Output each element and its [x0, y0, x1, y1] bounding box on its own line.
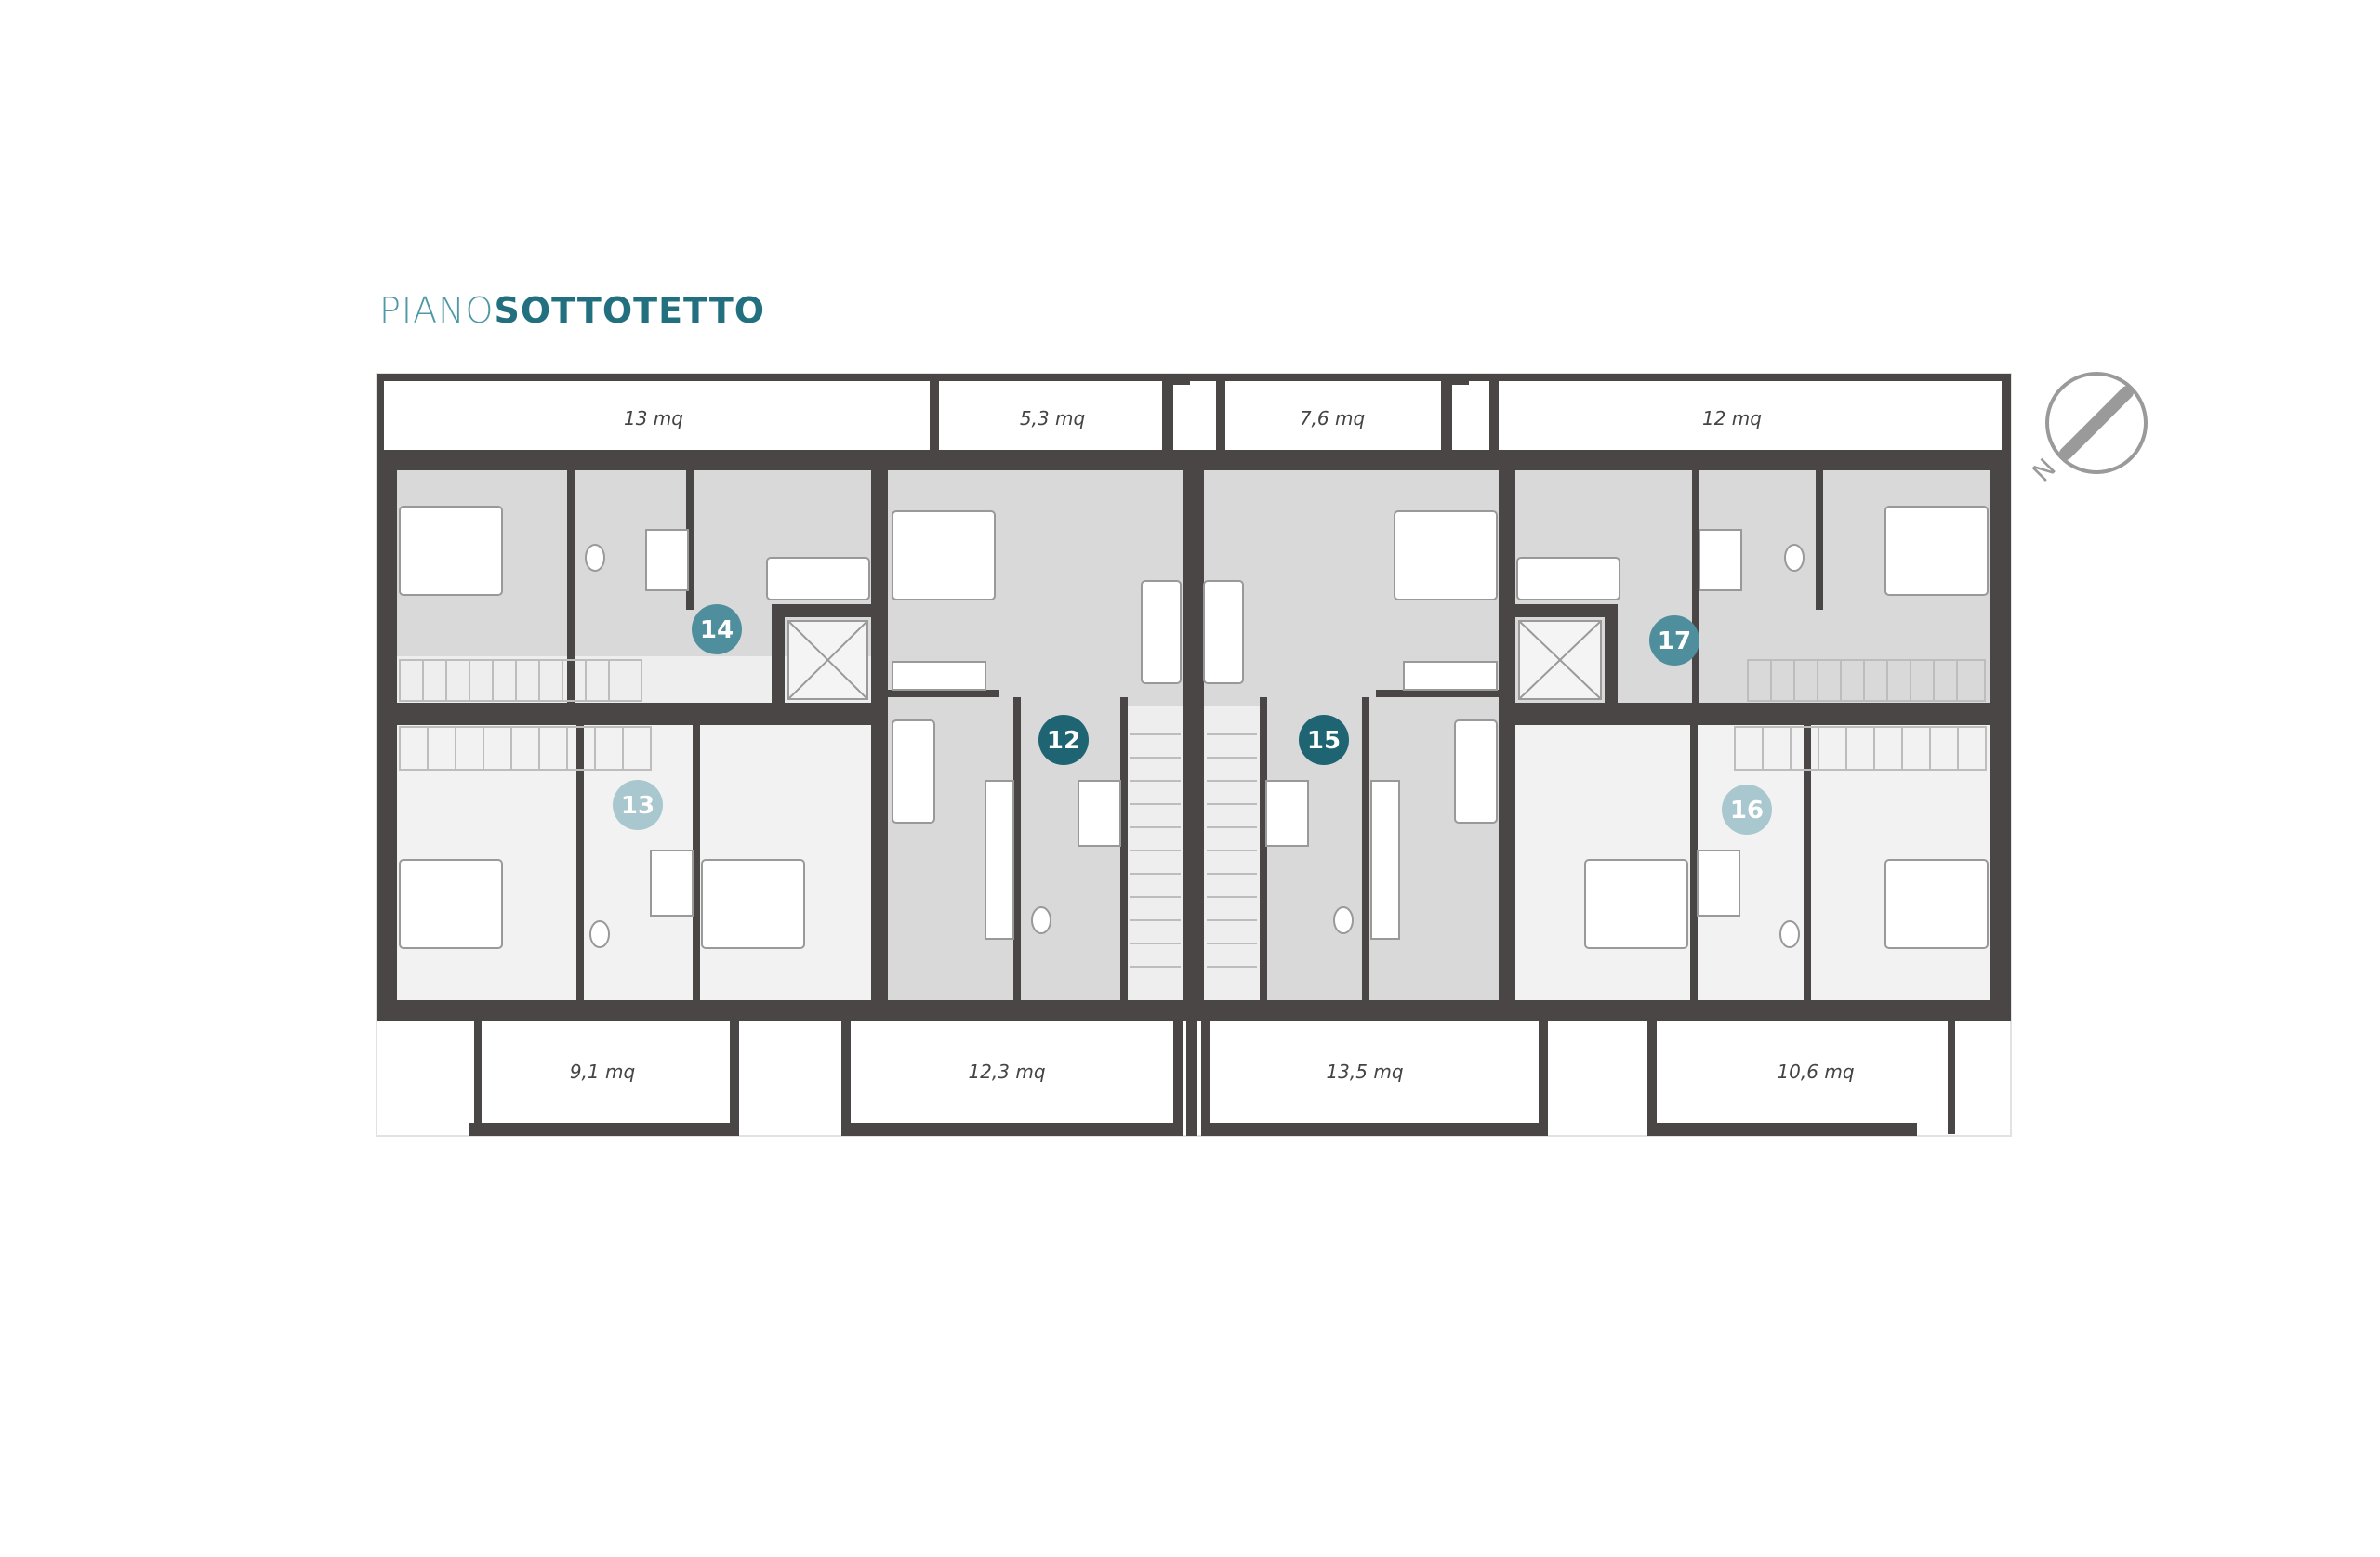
- unit-badge-12[interactable]: 12: [1038, 715, 1089, 765]
- unit-number: 12: [1047, 727, 1080, 755]
- terrace-labels: 13 mq 5,3 mq 7,6 mq 12 mq 9,1 mq 12,3 mq…: [570, 407, 1855, 1083]
- terrace-label: 13,5 mq: [1326, 1061, 1403, 1083]
- unit-badge-14[interactable]: 14: [692, 604, 742, 654]
- terrace-label: 7,6 mq: [1300, 407, 1365, 429]
- terrace-label: 5,3 mq: [1020, 407, 1085, 429]
- unit-number: 17: [1658, 627, 1691, 655]
- unit-badge-circle[interactable]: [613, 780, 663, 830]
- top-terraces: [377, 374, 2011, 450]
- unit-badge-circle[interactable]: [1722, 785, 1772, 835]
- plan-title: PIANOSOTTOTETTO: [379, 290, 765, 331]
- terrace-label: 9,1 mq: [570, 1061, 635, 1083]
- unit-number: 13: [621, 792, 654, 820]
- title-bold: SOTTOTETTO: [494, 290, 766, 331]
- unit-badge-circle[interactable]: [1299, 715, 1349, 765]
- unit-badge-circle[interactable]: [1038, 715, 1089, 765]
- unit-badge-15[interactable]: 15: [1299, 715, 1349, 765]
- unit-badge-circle[interactable]: [1649, 615, 1699, 666]
- unit-number: 16: [1730, 797, 1764, 825]
- unit-badge-circle[interactable]: [692, 604, 742, 654]
- unit-number: 15: [1307, 727, 1341, 755]
- unit-number: 14: [700, 616, 734, 644]
- service-shafts: [787, 620, 1602, 700]
- terrace-label: 12,3 mq: [968, 1061, 1045, 1083]
- north-arrow-icon: N: [2027, 372, 2148, 488]
- bottom-terraces: [469, 1021, 1955, 1136]
- terrace-label: 12 mq: [1702, 407, 1762, 429]
- unit-badge-16[interactable]: 16: [1722, 785, 1772, 835]
- compass-label: N: [2027, 453, 2062, 488]
- internal-walls: [397, 450, 1990, 1021]
- terrace-label: 13 mq: [624, 407, 683, 429]
- stairs: [399, 659, 1987, 968]
- unit-badges[interactable]: 14 13 12 15 17 16: [613, 604, 1772, 835]
- unit-badge-13[interactable]: 13: [613, 780, 663, 830]
- title-light: PIANO: [379, 290, 495, 331]
- unit-badge-17[interactable]: 17: [1649, 615, 1699, 666]
- bathroom-fixtures: [585, 529, 1805, 948]
- beds: [399, 506, 1989, 949]
- terrace-label: 10,6 mq: [1777, 1061, 1854, 1083]
